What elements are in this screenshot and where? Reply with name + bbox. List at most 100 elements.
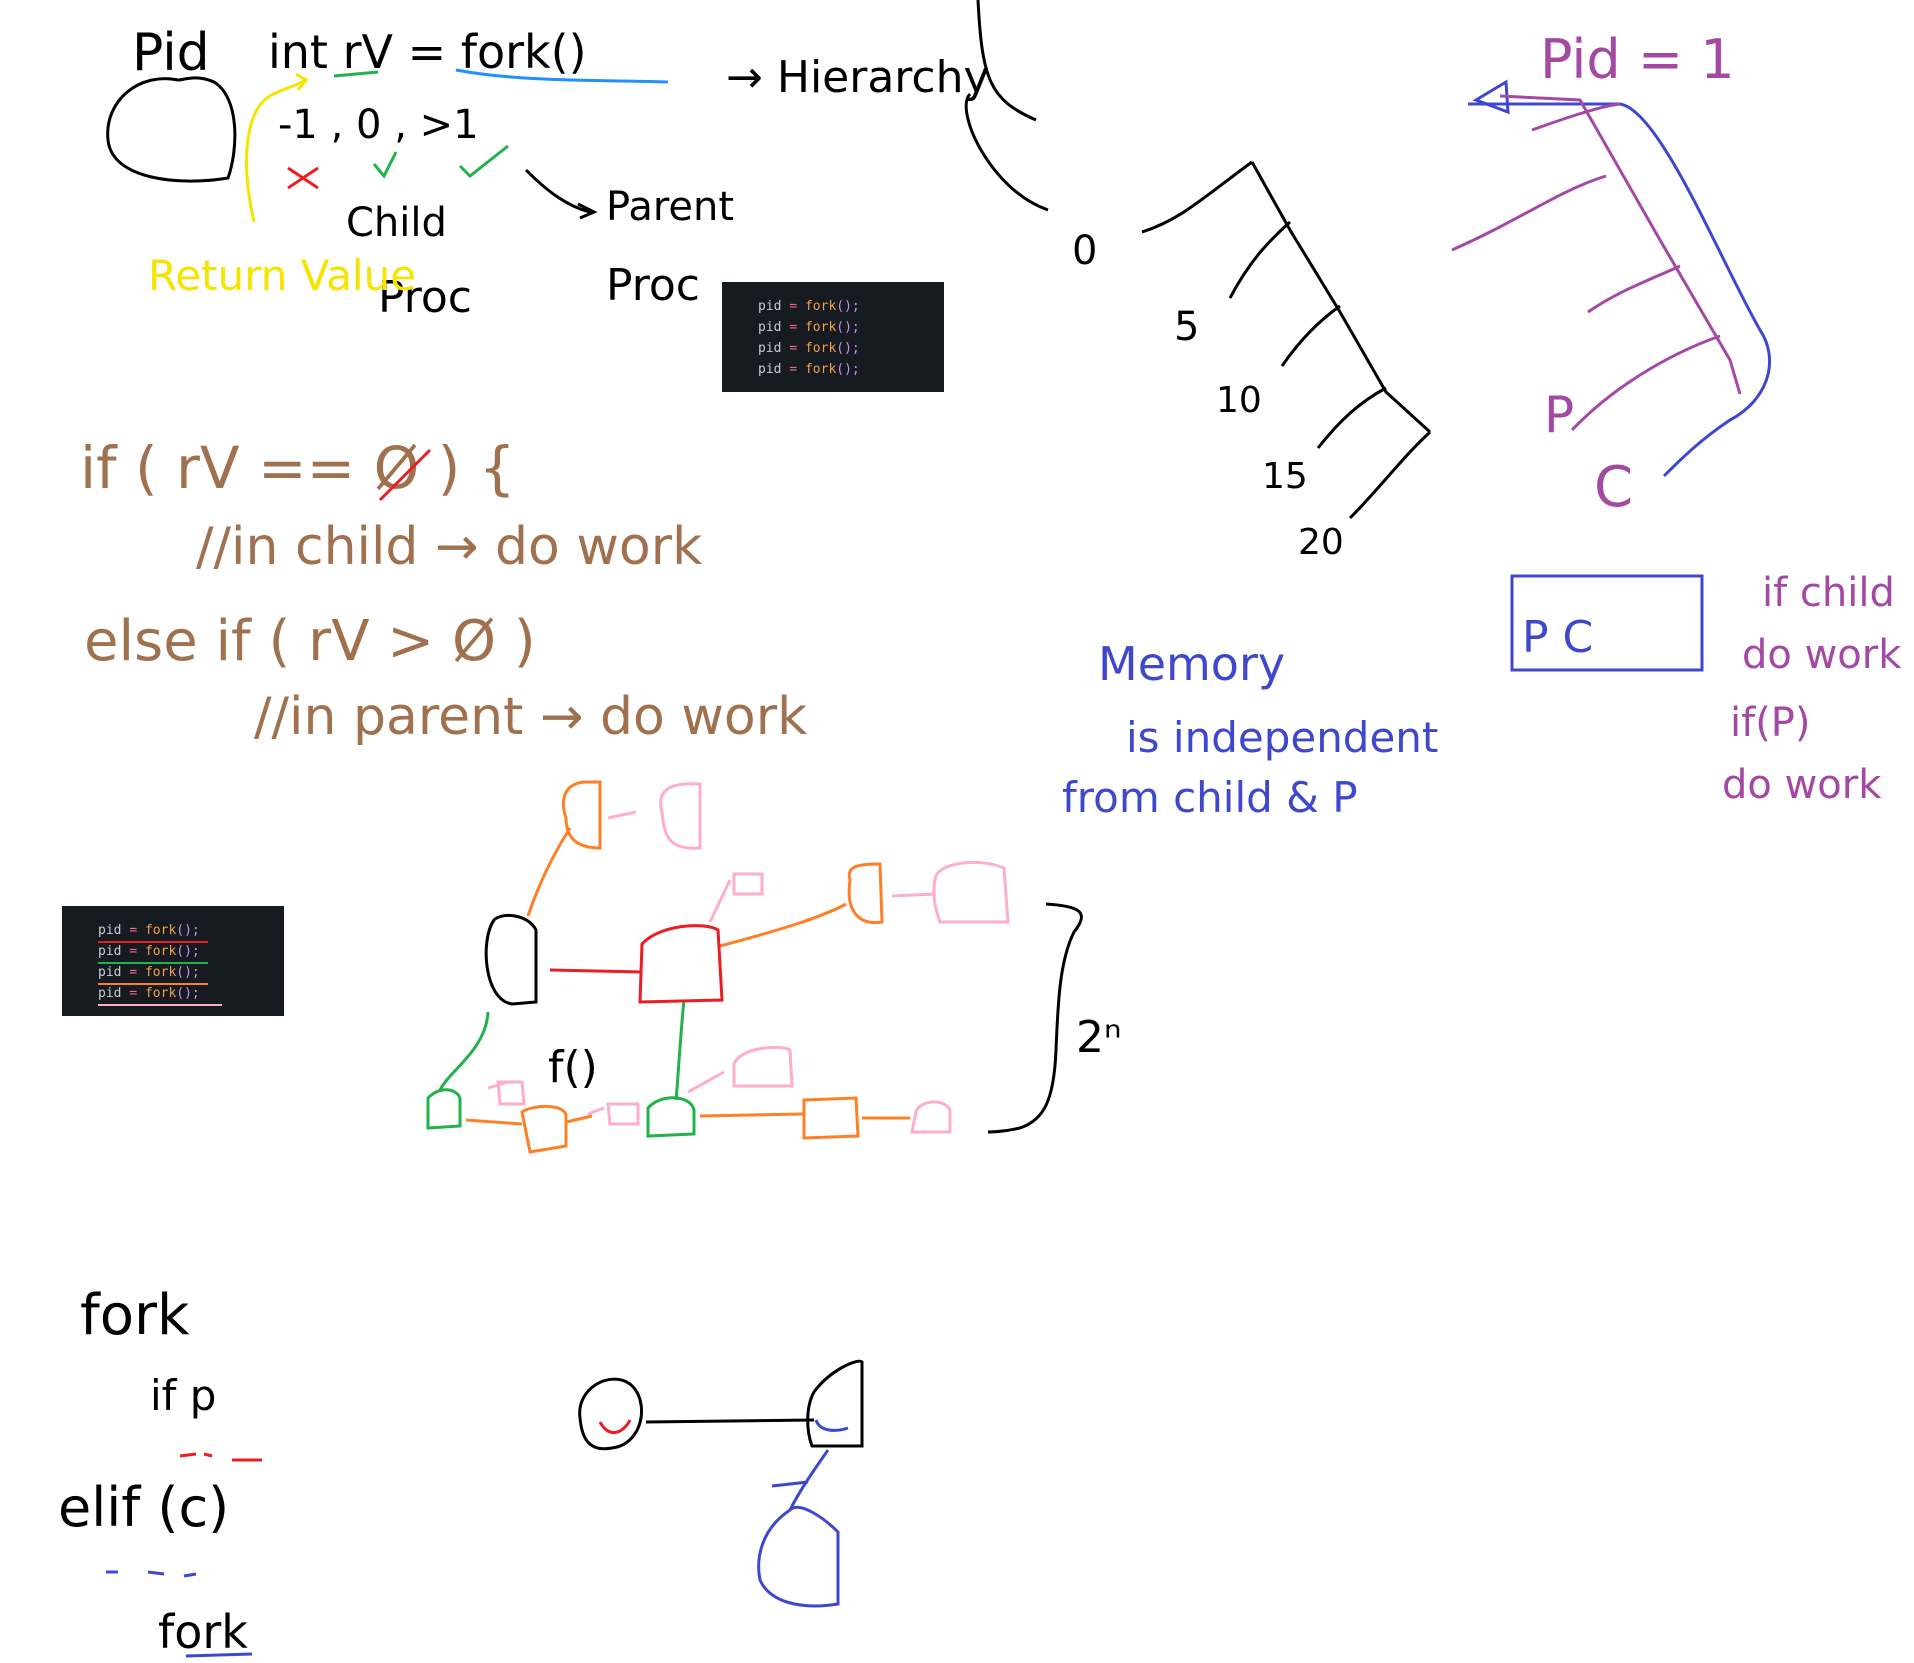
red-cross-icon xyxy=(287,166,319,190)
bottom-fork-label: fork xyxy=(80,1283,190,1348)
code-line: pid = fork(); xyxy=(758,299,860,314)
ifchild-line-4: do work xyxy=(1722,762,1882,808)
node-orange-bottom-1 xyxy=(520,1105,568,1154)
ifchild-line-2: do work xyxy=(1742,632,1902,678)
declaration-text: int rV = fork() xyxy=(268,25,587,79)
node-pink-top xyxy=(659,782,702,850)
memory-note: Memory is independent from child & P xyxy=(1062,637,1438,822)
edge-bottom xyxy=(645,1418,815,1424)
pseudo-code: if ( rV == Ø ) { //in child → do work el… xyxy=(80,434,807,747)
return-value-label: Return Value xyxy=(148,251,416,300)
two-n-label: 2ⁿ xyxy=(1076,1012,1122,1063)
edge-orange-bottom xyxy=(465,1112,910,1126)
tree-label-5: 5 xyxy=(1174,304,1199,350)
code-line: pid = fork(); xyxy=(758,362,860,377)
code-line: pid = fork(); xyxy=(758,341,860,356)
tree-label-15: 15 xyxy=(1262,456,1308,497)
orange-underline-mark xyxy=(98,983,208,985)
hierarchy-label: → Hierarchy xyxy=(726,52,990,103)
pid-right-label: Pid = 1 xyxy=(1540,28,1735,91)
elseif-body: //in parent → do work xyxy=(254,687,807,747)
edge-orange-up xyxy=(526,827,572,917)
bottom-if-label: if p xyxy=(150,1371,216,1420)
node-orange-right xyxy=(847,862,884,925)
edge-red xyxy=(549,968,643,974)
red-slash xyxy=(378,448,432,502)
node-bottom-right xyxy=(806,1359,864,1448)
code-line: pid = fork(); xyxy=(98,986,200,1001)
memory-box-labels: P C xyxy=(1522,612,1593,663)
if-body: //in child → do work xyxy=(196,517,702,577)
red-smile xyxy=(598,1419,632,1434)
tree-label-0: 0 xyxy=(1072,228,1097,274)
red-underline-mark xyxy=(98,941,208,943)
elseif-line: else if ( rV > Ø ) xyxy=(84,609,536,674)
node-orange-bottom-2 xyxy=(802,1096,860,1140)
edge-orange-right xyxy=(719,902,847,948)
node-pink-bottom-1 xyxy=(496,1080,526,1106)
hierarchy-bracket xyxy=(964,0,1049,212)
code-line: pid = fork(); xyxy=(98,965,200,980)
yellow-arrow xyxy=(245,72,309,223)
proc-child-label: Proc xyxy=(378,272,472,323)
ifchild-line-1: if child xyxy=(1762,570,1895,616)
code-line: pid = fork(); xyxy=(758,320,860,335)
if-line: if ( rV == Ø ) { xyxy=(80,434,516,502)
fork-tree: 0 5 10 15 20 xyxy=(1072,160,1432,563)
parent-label: Parent xyxy=(606,184,734,230)
node-green-left xyxy=(426,1088,462,1130)
ifchild-line-3: if(P) xyxy=(1730,700,1811,746)
code-line: pid = fork(); xyxy=(98,944,200,959)
pink-underline-mark xyxy=(98,1004,222,1006)
green-underline xyxy=(333,70,379,78)
green-check-icon xyxy=(372,151,398,179)
blue-mark xyxy=(814,1419,849,1432)
green-check-icon-2 xyxy=(458,144,509,179)
node-pink-bottom-4 xyxy=(910,1100,952,1134)
c-label: C xyxy=(1594,455,1633,520)
tree-label-10: 10 xyxy=(1216,380,1262,421)
memory-line-2: is independent xyxy=(1126,713,1438,762)
process-graph: f() 2ⁿ xyxy=(426,780,1122,1154)
blue-dashes xyxy=(106,1570,197,1578)
pid-section: Pid int rV = fork() → Hierarchy -1 , 0 ,… xyxy=(106,0,1049,323)
node-root xyxy=(484,913,538,1006)
arrow-to-parent xyxy=(524,168,598,220)
purple-tree xyxy=(1451,94,1742,432)
edge-green-mid xyxy=(674,999,686,1101)
node-orange-top xyxy=(561,780,602,850)
pid-label: Pid xyxy=(132,23,210,83)
bottom-notes: fork if p elif (c) fork xyxy=(58,1283,262,1659)
code-line: pid = fork(); xyxy=(98,923,200,938)
blue-underline xyxy=(455,68,669,84)
memory-box xyxy=(1510,574,1704,672)
blue-underline-bottom xyxy=(185,1652,253,1658)
right-brace xyxy=(987,902,1083,1134)
node-green-mid xyxy=(646,1096,696,1138)
node-pink-bottom-2 xyxy=(606,1102,640,1126)
code-snippet-left: pid = fork(); pid = fork(); pid = fork()… xyxy=(62,906,284,1016)
node-pink-small-1 xyxy=(732,872,764,896)
navy-contour xyxy=(1468,102,1771,478)
node-bottom-blue xyxy=(757,1449,840,1608)
fork-graph-label: f() xyxy=(548,1042,598,1093)
memory-line-1: Memory xyxy=(1098,637,1285,691)
node-pink-bottom-3 xyxy=(732,1045,794,1088)
tree-label-20: 20 xyxy=(1298,522,1344,563)
red-dashes xyxy=(179,1452,262,1462)
node-red xyxy=(638,924,724,1004)
pid-right-section: Pid = 1 P C P C if child do work if(P) d… xyxy=(1451,28,1902,808)
return-values-text: -1 , 0 , >1 xyxy=(278,102,479,148)
bottom-elif-label: elif (c) xyxy=(58,1476,229,1539)
memory-line-3: from child & P xyxy=(1062,773,1358,822)
green-underline-mark xyxy=(98,962,208,964)
code-snippet-top: pid = fork(); pid = fork(); pid = fork()… xyxy=(722,282,944,392)
bottom-graph xyxy=(578,1359,864,1608)
node-pink-right xyxy=(932,861,1010,924)
proc-parent-label: Proc xyxy=(606,260,700,311)
bottom-fork2-label: fork xyxy=(158,1605,248,1659)
child-label: Child xyxy=(346,200,447,246)
edge-green-left xyxy=(438,1011,490,1091)
tree-branches xyxy=(1141,160,1432,520)
